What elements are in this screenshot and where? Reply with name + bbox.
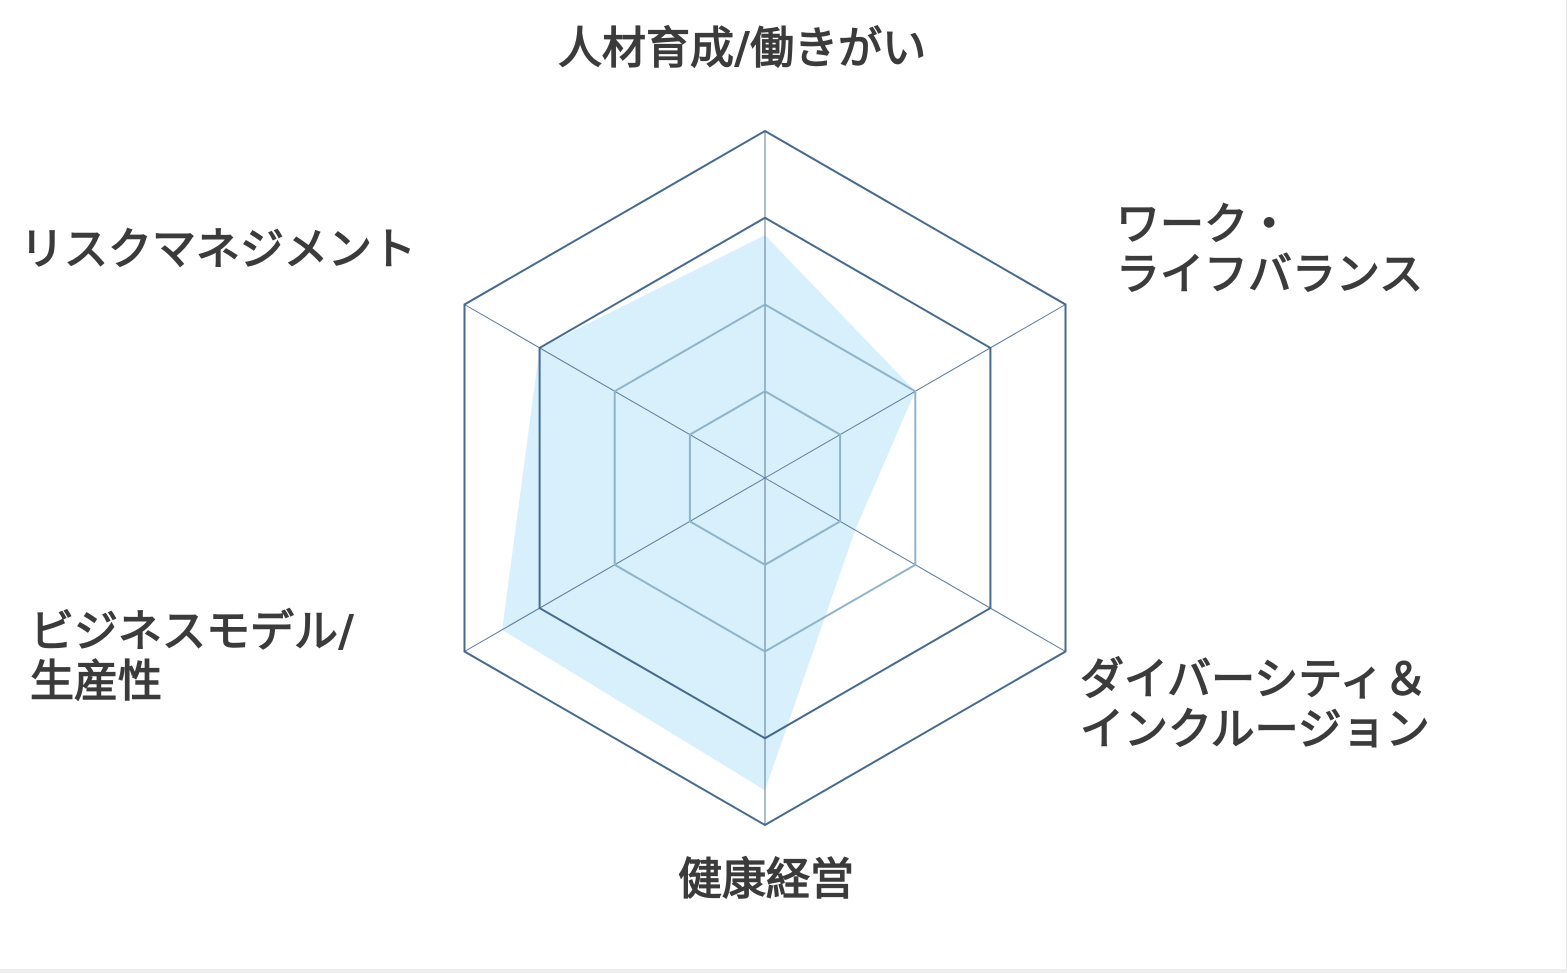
axis-label-line: ライフバランス bbox=[1116, 249, 1424, 300]
series-area bbox=[502, 235, 916, 791]
axis-label-line: リスクマネジメント bbox=[20, 224, 416, 275]
axis-label-line: 健康経営 bbox=[678, 854, 854, 905]
axis-label-line: ビジネスモデル/ bbox=[30, 606, 355, 657]
axis-label-line: 人材育成/働きがい bbox=[558, 23, 927, 74]
grid-ring bbox=[538, 216, 992, 740]
grid-ring bbox=[688, 390, 842, 566]
axis-label-line: 生産性 bbox=[30, 656, 162, 707]
axis-label-risk-management: リスクマネジメント bbox=[20, 225, 416, 275]
axis-label-human-resources: 人材育成/働きがい bbox=[558, 24, 926, 74]
grid-ring bbox=[463, 129, 1067, 827]
grid-ring bbox=[613, 303, 917, 653]
axis-label-diversity-inclusion: ダイバーシティ＆ インクルージョン bbox=[1080, 655, 1430, 755]
axis-label-line: ダイバーシティ＆ bbox=[1080, 654, 1428, 705]
axis-label-health-management: 健康経営 bbox=[678, 855, 854, 905]
axis-label-work-life-balance: ワーク・ ライフバランス bbox=[1116, 200, 1423, 300]
axis-label-line: インクルージョン bbox=[1080, 704, 1430, 755]
axis-label-business-model-productivity: ビジネスモデル/ 生産性 bbox=[30, 607, 354, 707]
axis-label-line: ワーク・ bbox=[1116, 199, 1292, 250]
